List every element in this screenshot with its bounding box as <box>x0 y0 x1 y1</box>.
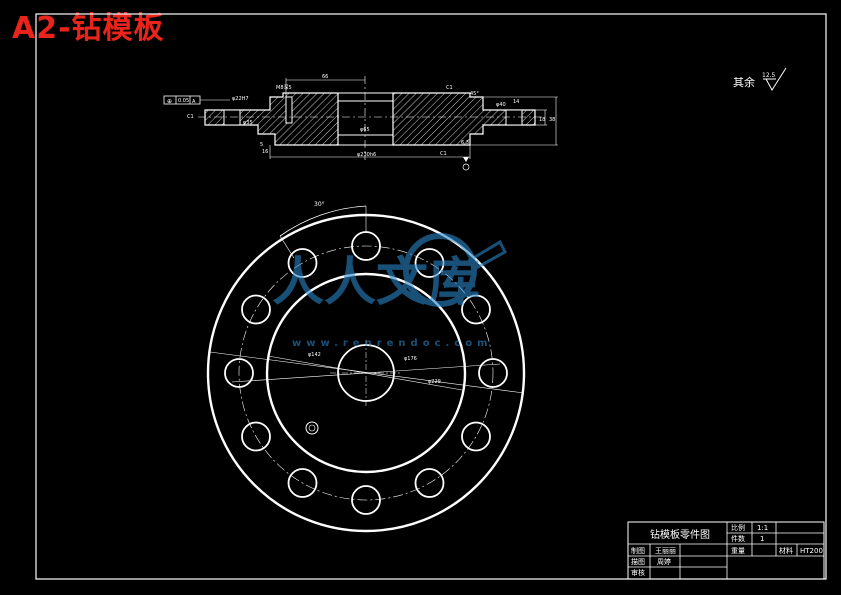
watermark: 人人文库 www.renrendoc.com <box>272 233 507 349</box>
dim-1: φ142 <box>308 352 321 358</box>
inner-circle <box>265 272 467 474</box>
tapped-hole <box>285 96 293 124</box>
note-roughness-value: 12.5 <box>762 72 776 79</box>
svg-text:件数: 件数 <box>731 534 745 543</box>
svg-text:A: A <box>192 99 196 105</box>
bolt-hole <box>414 468 445 498</box>
svg-text:⊕: ⊕ <box>167 98 172 105</box>
svg-text:C1: C1 <box>187 114 194 120</box>
watermark-url: www.renrendoc.com <box>292 338 493 349</box>
roughness-note: 其余 12.5 <box>733 67 787 91</box>
svg-text:45°: 45° <box>470 91 479 97</box>
svg-text:制图: 制图 <box>631 546 645 555</box>
svg-text:φ35: φ35 <box>243 120 253 126</box>
front-section-view: 66 M8深5 ⊕ 0.05 A φ22H7 C1 C1 45° φ35 φ40… <box>163 74 558 171</box>
note-prefix: 其余 <box>733 75 755 89</box>
svg-text:C1: C1 <box>440 151 447 157</box>
center-bore <box>337 100 394 136</box>
qty-value: 1 <box>760 535 764 543</box>
page-title: A2-钻模板 <box>12 11 165 46</box>
bolt-circle <box>238 245 494 501</box>
bolt-hole <box>478 358 508 388</box>
svg-text:比例: 比例 <box>731 523 745 532</box>
dim-3: φ229 <box>428 379 441 385</box>
svg-text:φ65: φ65 <box>360 127 370 133</box>
bolt-hole <box>241 294 271 325</box>
dim-left: M8深5 <box>276 84 292 91</box>
dim-bottom-dia: φ230h6 <box>357 152 376 158</box>
svg-text:φ40: φ40 <box>496 102 506 108</box>
svg-text:5: 5 <box>260 142 263 148</box>
plan-view: 30° φ142 φ176 φ229 <box>206 201 526 533</box>
bolt-hole <box>461 294 491 325</box>
drawing-border <box>35 13 827 580</box>
dim-2: φ176 <box>404 356 417 362</box>
bolt-hole <box>287 468 318 498</box>
svg-text:C1: C1 <box>446 85 453 91</box>
svg-text:材料: 材料 <box>779 546 793 555</box>
scale-value: 1:1 <box>757 524 768 532</box>
left-hole <box>223 109 241 126</box>
dim-top: 66 <box>322 74 328 80</box>
bolt-hole <box>241 421 271 452</box>
right-hole <box>505 109 523 126</box>
bolt-hole <box>351 485 381 515</box>
part-name: 钻模板零件图 <box>650 528 710 541</box>
small-hole <box>305 421 319 435</box>
bolt-hole <box>224 358 254 388</box>
watermark-text: 人人文库 <box>272 253 480 313</box>
svg-text:16: 16 <box>262 149 268 155</box>
svg-text:14: 14 <box>513 99 519 105</box>
svg-text:描图: 描图 <box>631 557 645 566</box>
svg-text:重量: 重量 <box>731 547 745 555</box>
svg-text:38: 38 <box>549 117 555 123</box>
svg-text:0.05: 0.05 <box>178 98 189 104</box>
design-value: 周婷 <box>657 557 671 566</box>
svg-text:审核: 审核 <box>631 568 645 577</box>
drawn-value: 王丽丽 <box>655 547 676 555</box>
svg-text:18: 18 <box>539 117 545 123</box>
roughness-symbol <box>765 67 787 91</box>
bolt-holes <box>224 231 508 515</box>
bolt-hole <box>414 248 445 278</box>
angle-label: 30° <box>314 201 325 208</box>
material-value: HT200 <box>800 547 823 555</box>
bolt-hole <box>461 421 491 452</box>
svg-text:6.3: 6.3 <box>461 140 469 146</box>
bolt-hole <box>287 248 318 278</box>
dim-left-dia: φ22H7 <box>232 96 249 102</box>
title-block: 钻模板零件图 比例 1:1 件数 1 重量 材料 HT200 制图 王丽丽 描图… <box>627 521 825 580</box>
watermark-logo-icon <box>403 233 477 307</box>
